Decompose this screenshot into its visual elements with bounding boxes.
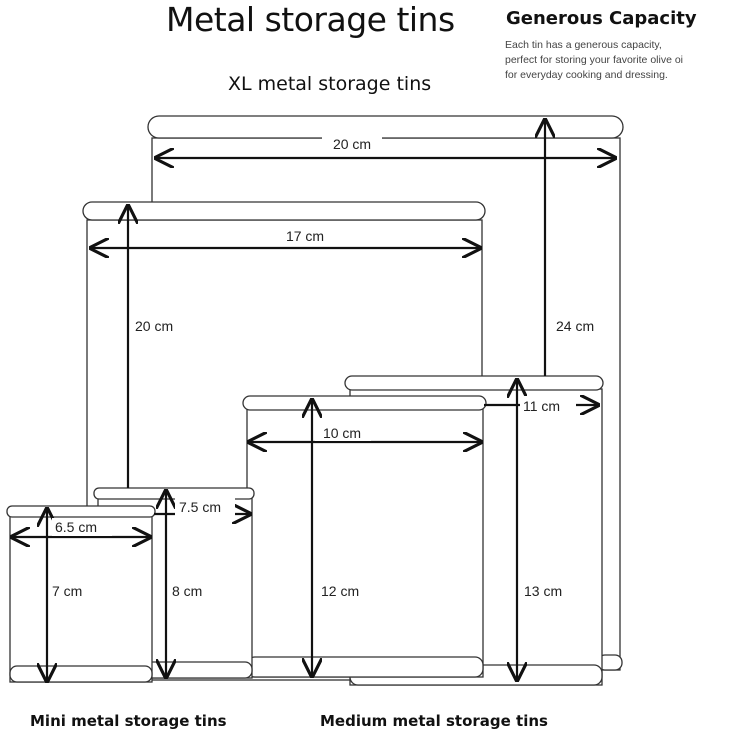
medium-large-width-label: 11 cm [523, 398, 560, 414]
xl-group-label: XL metal storage tins [228, 73, 432, 95]
xl-large-width-label: 20 cm [333, 136, 371, 152]
xl-small-height-label: 20 cm [135, 318, 173, 334]
capacity-heading: Generous Capacity [506, 8, 697, 29]
mini-small-width-label: 6.5 cm [55, 519, 97, 535]
mini-large-height-label: 8 cm [172, 583, 202, 599]
mini-group-label: Mini metal storage tins [30, 712, 227, 730]
medium-small-width-label: 10 cm [323, 425, 361, 441]
capacity-description: Each tin has a generous capacity, perfec… [505, 38, 736, 83]
xl-small-width-label: 17 cm [286, 228, 324, 244]
page-title: Metal storage tins [166, 0, 455, 39]
mini-large-width-label: 7.5 cm [179, 499, 221, 515]
xl-large-height-label: 24 cm [556, 318, 594, 334]
capacity-line: perfect for storing your favorite olive … [505, 54, 683, 66]
capacity-line: Each tin has a generous capacity, [505, 39, 662, 51]
medium-group-label: Medium metal storage tins [320, 712, 548, 730]
medium-large-height-label: 13 cm [524, 583, 562, 599]
mini-small-height-label: 7 cm [52, 583, 82, 599]
medium-small-height-label: 12 cm [321, 583, 359, 599]
capacity-line: for everyday cooking and dressing. [505, 69, 668, 81]
